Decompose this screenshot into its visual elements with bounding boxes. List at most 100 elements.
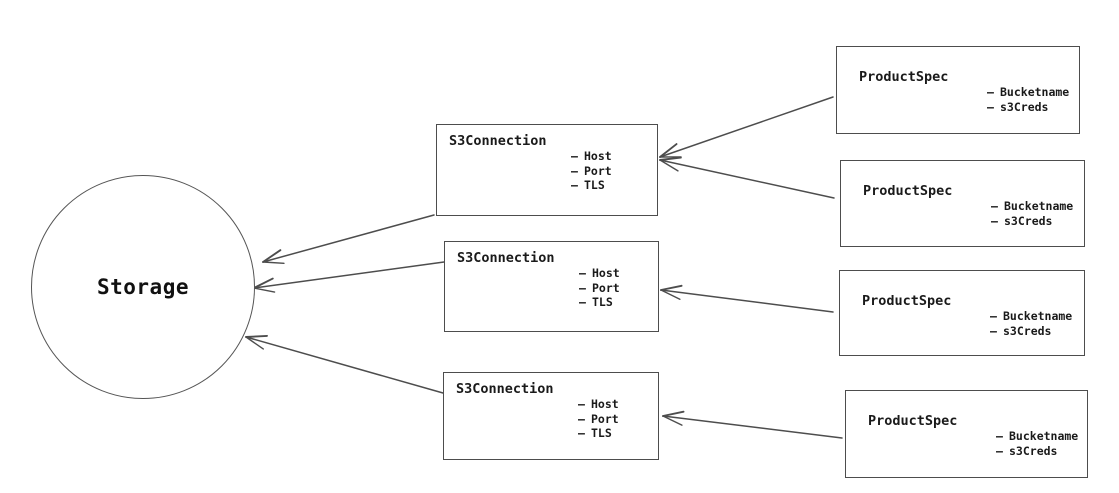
connection-attribute: –TLS xyxy=(579,295,620,310)
arrowhead-barb xyxy=(662,415,683,426)
product-spec-attribute-label: Bucketname xyxy=(1003,309,1073,323)
product-spec-attribute-label: s3Creds xyxy=(1009,443,1058,458)
arrowhead-barb xyxy=(662,410,685,417)
connection-attribute-label: Port xyxy=(591,411,619,426)
storage-label: Storage xyxy=(96,275,189,299)
connection-attribute: –Port xyxy=(579,281,620,296)
arrowhead-barb xyxy=(660,284,683,291)
connection-attribute: –Host xyxy=(571,149,612,164)
arrowhead-barb xyxy=(659,143,678,158)
product-spec-attribute-label: Bucketname xyxy=(1009,429,1079,443)
dash-bullet-icon: – xyxy=(996,443,1003,458)
connection-attribute-label: Host xyxy=(584,149,612,163)
connection-attribute-list: –Host–Port–TLS xyxy=(578,397,619,441)
dash-bullet-icon: – xyxy=(996,429,1003,443)
product-spec-attribute: –Bucketname xyxy=(996,429,1078,444)
spec-1-to-connection-1 xyxy=(659,96,834,158)
product-spec-attribute-label: s3Creds xyxy=(1004,213,1053,228)
dash-bullet-icon: – xyxy=(571,178,578,192)
dash-bullet-icon: – xyxy=(990,323,997,338)
dash-bullet-icon: – xyxy=(987,85,994,99)
product-spec-title: ProductSpec xyxy=(859,69,949,85)
connection-title: S3Connection xyxy=(457,250,555,266)
dash-bullet-icon: – xyxy=(578,411,585,426)
product-spec-title: ProductSpec xyxy=(862,293,952,309)
product-spec-box-4[interactable]: ProductSpec –Bucketname–s3Creds xyxy=(845,390,1088,478)
arrowhead-barb xyxy=(253,287,276,293)
dash-bullet-icon: – xyxy=(579,280,586,295)
spec-3-to-connection-2 xyxy=(660,284,834,313)
product-spec-attribute-list: –Bucketname–s3Creds xyxy=(991,199,1073,228)
connection-title: S3Connection xyxy=(449,133,547,149)
connection-title: S3Connection xyxy=(456,381,554,397)
edge-shaft xyxy=(262,214,435,263)
product-spec-attribute: –s3Creds xyxy=(990,324,1072,339)
edge-shaft xyxy=(659,96,834,158)
product-spec-attribute-list: –Bucketname–s3Creds xyxy=(996,429,1078,458)
dash-bullet-icon: – xyxy=(990,309,997,323)
edge-shaft xyxy=(245,336,444,394)
connection-attribute-label: TLS xyxy=(592,295,613,309)
connection-attribute: –Host xyxy=(579,266,620,281)
product-spec-attribute: –s3Creds xyxy=(987,100,1069,115)
product-spec-attribute-label: Bucketname xyxy=(1000,85,1070,99)
connection-attribute-label: TLS xyxy=(591,426,612,440)
product-spec-box-3[interactable]: ProductSpec –Bucketname–s3Creds xyxy=(839,270,1085,356)
dash-bullet-icon: – xyxy=(579,266,586,280)
product-spec-attribute: –s3Creds xyxy=(996,444,1078,459)
product-spec-attribute-label: Bucketname xyxy=(1004,199,1074,213)
spec-4-to-connection-3 xyxy=(662,410,843,439)
connection-box-2[interactable]: S3Connection–Host–Port–TLS xyxy=(444,241,659,332)
product-spec-attribute-label: s3Creds xyxy=(1000,99,1049,114)
arrowhead-barb xyxy=(262,249,282,263)
connection-attribute-list: –Host–Port–TLS xyxy=(571,149,612,193)
dash-bullet-icon: – xyxy=(578,426,585,440)
product-spec-attribute: –Bucketname xyxy=(990,309,1072,324)
arrowhead-barb xyxy=(245,334,268,338)
dash-bullet-icon: – xyxy=(571,163,578,178)
product-spec-attribute-list: –Bucketname–s3Creds xyxy=(987,85,1069,114)
spec-2-to-connection-1 xyxy=(659,156,835,199)
product-spec-attribute: –Bucketname xyxy=(991,199,1073,214)
arrowhead-barb xyxy=(253,277,274,289)
edge-shaft xyxy=(253,261,445,289)
product-spec-attribute: –Bucketname xyxy=(987,85,1069,100)
dash-bullet-icon: – xyxy=(571,149,578,163)
connection-1-to-storage xyxy=(262,214,435,264)
product-spec-title: ProductSpec xyxy=(868,413,958,429)
product-spec-attribute-label: s3Creds xyxy=(1003,323,1052,338)
arrowhead-barb xyxy=(659,156,682,161)
arrowhead-barb xyxy=(660,289,681,300)
connection-attribute-label: Port xyxy=(584,163,612,178)
connection-attribute: –Host xyxy=(578,397,619,412)
connection-box-3[interactable]: S3Connection–Host–Port–TLS xyxy=(443,372,659,460)
product-spec-box-2[interactable]: ProductSpec –Bucketname–s3Creds xyxy=(840,160,1085,247)
connection-attribute-label: TLS xyxy=(584,178,605,192)
connection-box-1[interactable]: S3Connection–Host–Port–TLS xyxy=(436,124,658,216)
product-spec-box-1[interactable]: ProductSpec –Bucketname–s3Creds xyxy=(836,46,1080,134)
product-spec-title: ProductSpec xyxy=(863,183,953,199)
arrowhead-barb xyxy=(262,261,285,264)
connection-attribute-label: Host xyxy=(591,397,619,411)
dash-bullet-icon: – xyxy=(991,213,998,228)
connection-attribute-label: Host xyxy=(592,266,620,280)
connection-3-to-storage xyxy=(245,334,444,394)
dash-bullet-icon: – xyxy=(991,199,998,213)
connection-attribute-list: –Host–Port–TLS xyxy=(579,266,620,310)
edge-shaft xyxy=(659,159,835,199)
connection-attribute: –TLS xyxy=(571,178,612,193)
dash-bullet-icon: – xyxy=(578,397,585,411)
product-spec-attribute: –s3Creds xyxy=(991,214,1073,229)
dash-bullet-icon: – xyxy=(579,295,586,309)
connection-attribute-label: Port xyxy=(592,280,620,295)
storage-circle-node[interactable]: Storage xyxy=(31,175,255,399)
connection-attribute: –Port xyxy=(578,412,619,427)
connection-2-to-storage xyxy=(253,261,445,293)
edge-shaft xyxy=(660,289,834,313)
dash-bullet-icon: – xyxy=(987,99,994,114)
arrowhead-barb xyxy=(659,159,679,172)
edge-shaft xyxy=(662,415,843,439)
product-spec-attribute-list: –Bucketname–s3Creds xyxy=(990,309,1072,338)
connection-attribute: –TLS xyxy=(578,426,619,441)
